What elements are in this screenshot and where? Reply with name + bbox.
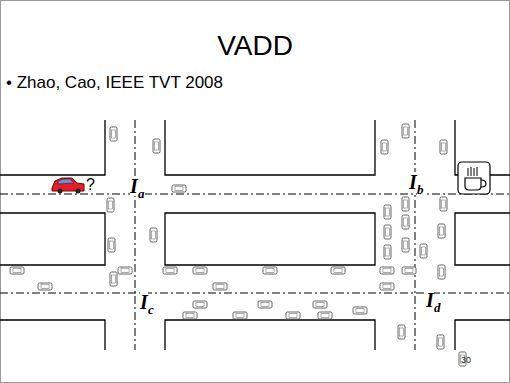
intersection-subscript: d [434, 301, 441, 314]
vehicle [153, 139, 160, 153]
vehicle [10, 267, 24, 274]
vehicle [402, 197, 409, 211]
vehicle [38, 283, 52, 290]
vehicle [172, 185, 186, 192]
vehicle [313, 301, 327, 308]
vehicle [318, 312, 332, 319]
vehicle [233, 312, 247, 319]
vehicle [263, 267, 277, 274]
vehicles [10, 124, 466, 366]
lane-center-lines [0, 120, 510, 350]
vehicle [331, 267, 345, 274]
vehicle [150, 228, 157, 242]
curbs [0, 120, 510, 350]
bullet-text: • Zhao, Cao, IEEE TVT 2008 [6, 74, 223, 91]
vehicle [384, 225, 391, 239]
vehicle [438, 265, 445, 279]
vehicle [384, 245, 391, 259]
vehicle [163, 267, 177, 274]
vehicle [183, 312, 197, 319]
vehicle [380, 283, 394, 290]
vehicle [440, 197, 447, 211]
page-number: 30 [461, 356, 471, 365]
intersection-subscript: c [148, 303, 154, 316]
vehicle [402, 124, 409, 138]
vehicle [108, 238, 115, 252]
vehicle [402, 238, 409, 252]
intersection-label: I [409, 172, 417, 192]
vehicle [107, 198, 114, 212]
query-car [52, 178, 84, 194]
vehicle [380, 267, 394, 274]
vehicle [381, 140, 388, 154]
vehicle [438, 224, 445, 238]
intersection-label: I [140, 292, 148, 312]
vehicle [118, 267, 132, 274]
intersection-label: I [426, 290, 434, 310]
vehicle [110, 127, 117, 141]
vehicle [384, 205, 391, 219]
vehicle [402, 215, 409, 229]
vehicle [213, 283, 227, 290]
intersection-subscript: b [417, 183, 424, 196]
question-mark: ? [86, 177, 95, 193]
vehicle [402, 267, 416, 274]
vehicle [258, 301, 272, 308]
intersection-subscript: a [138, 187, 145, 200]
coffee-shop-icon [458, 162, 490, 194]
vehicle [193, 301, 207, 308]
vehicle [193, 267, 207, 274]
slide-title: VADD [0, 32, 510, 60]
vehicle [110, 272, 117, 286]
vehicle [398, 325, 405, 339]
vehicle [420, 244, 427, 258]
vehicle [437, 335, 444, 349]
vehicle [286, 312, 300, 319]
intersection-label: I [130, 176, 138, 196]
vehicle [440, 140, 447, 154]
vehicle [353, 307, 367, 314]
